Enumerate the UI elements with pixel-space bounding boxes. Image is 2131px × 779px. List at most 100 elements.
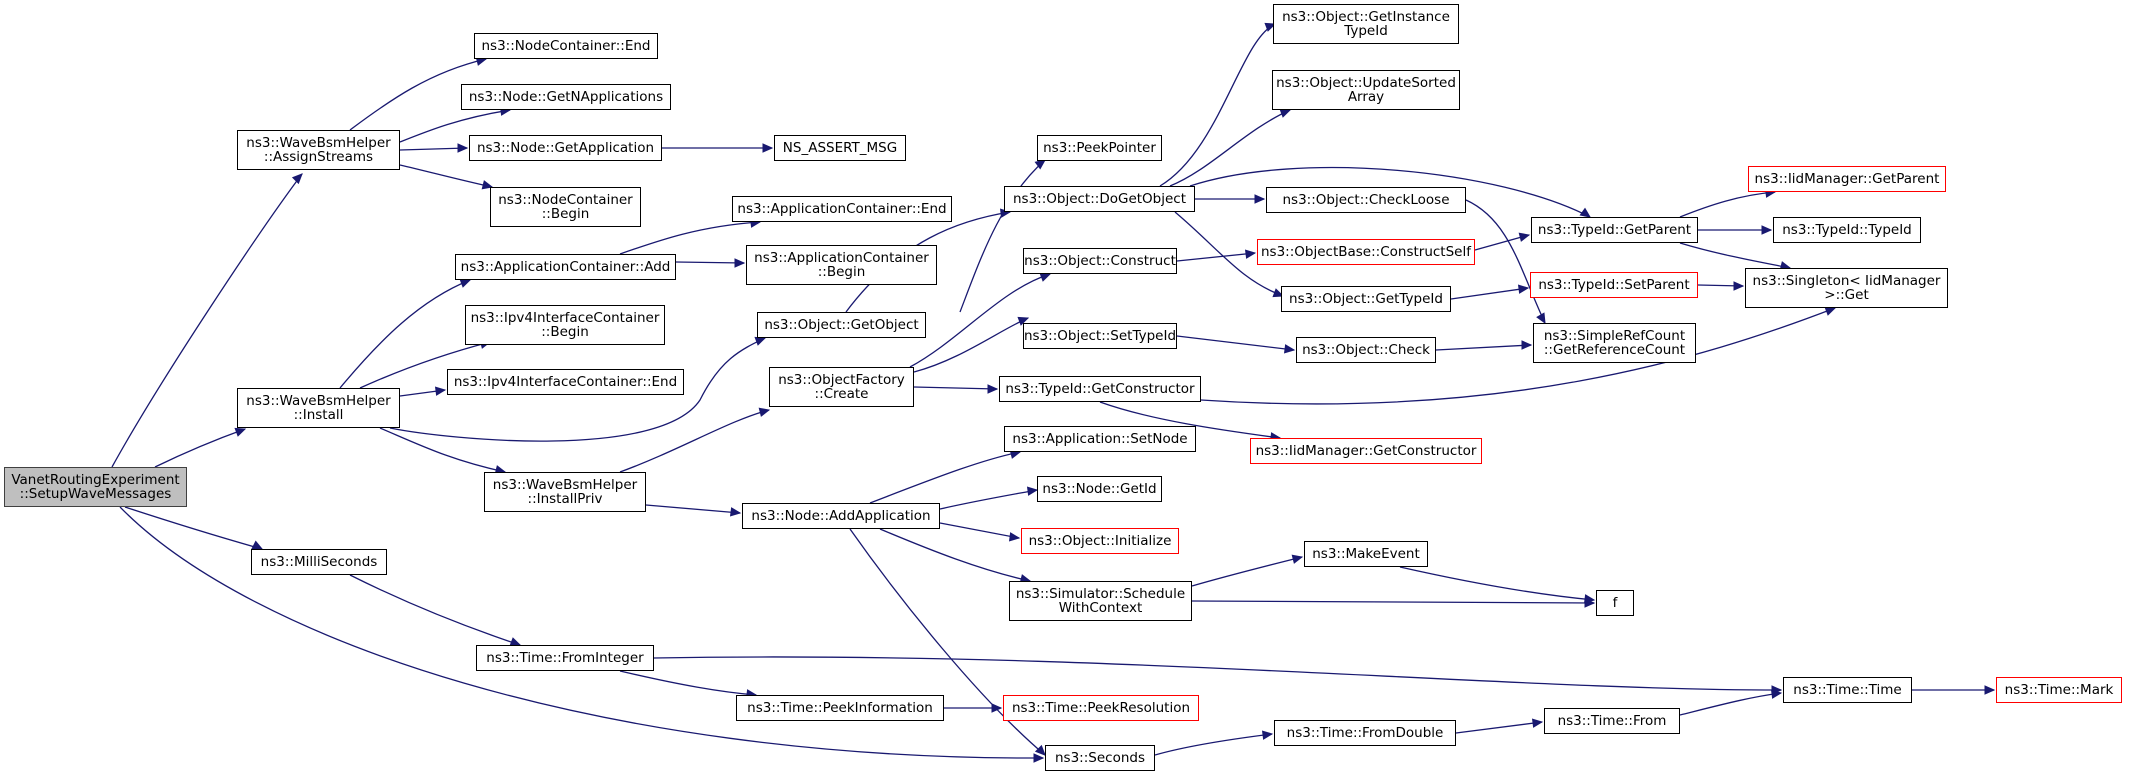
node-gettypeid[interactable]: ns3::Object::GetTypeId [1281,286,1451,312]
call-edge [913,317,1029,373]
call-edge [645,504,741,514]
node-typeidtypeid[interactable]: ns3::TypeId::TypeId [1773,217,1921,243]
node-ipv4-end[interactable]: ns3::Ipv4InterfaceContainer::End [447,369,684,395]
call-edge-arrowhead [1254,194,1266,204]
call-edge [1154,733,1273,756]
node-checkloose[interactable]: ns3::Object::CheckLoose [1266,187,1466,213]
call-edge [845,211,1011,313]
node-milli[interactable]: ns3::MilliSeconds [251,549,387,575]
node-refcount[interactable]: ns3::SimpleRefCount ::GetReferenceCount [1533,323,1696,363]
call-edge [1679,692,1782,716]
call-edge [1099,401,1281,439]
call-edge-arrowhead [1521,340,1533,350]
node-getctor[interactable]: ns3::TypeId::GetConstructor [999,376,1201,402]
node-constructself[interactable]: ns3::ObjectBase::ConstructSelf [1257,239,1475,265]
node-iidgetparent[interactable]: ns3::IidManager::GetParent [1748,166,1946,192]
node-objcheck[interactable]: ns3::Object::Check [1296,337,1436,363]
call-edge-arrowhead [1531,718,1544,728]
node-getinst[interactable]: ns3::Object::GetInstance TypeId [1273,4,1459,44]
call-edge [869,451,1021,504]
call-edge-arrowhead [1034,159,1046,170]
call-edge-arrowhead [1733,281,1745,291]
call-edge-arrowhead [729,507,742,517]
node-appsetnode[interactable]: ns3::Application::SetNode [1004,426,1196,452]
node-makeevent[interactable]: ns3::MakeEvent [1304,541,1428,567]
call-edge [675,261,745,264]
call-edge-arrowhead [481,180,494,190]
node-nc-end[interactable]: ns3::NodeContainer::End [474,33,658,59]
call-edge [939,522,1020,539]
call-edge [1176,252,1256,262]
node-ac-end[interactable]: ns3::ApplicationContainer::End [732,196,952,222]
node-objfactory[interactable]: ns3::ObjectFactory ::Create [769,367,914,407]
call-edge [399,109,511,143]
call-edge-arrowhead [762,143,774,153]
node-iidgetctor[interactable]: ns3::IidManager::GetConstructor [1250,438,1482,464]
node-schedule[interactable]: ns3::Simulator::Schedule WithContext [1009,581,1192,621]
call-edge [1159,23,1276,187]
node-tgetparent[interactable]: ns3::TypeId::GetParent [1531,217,1698,243]
call-edge [939,489,1038,510]
call-edge-arrowhead [1264,22,1277,32]
call-edge [154,428,246,468]
node-assert[interactable]: NS_ASSERT_MSG [774,135,906,161]
node-updsorted[interactable]: ns3::Object::UpdateSorted Array [1272,70,1460,110]
node-ipv4-begin[interactable]: ns3::Ipv4InterfaceContainer ::Begin [465,305,665,345]
node-dogetobj[interactable]: ns3::Object::DoGetObject [1004,186,1195,212]
call-edge-arrowhead [1017,316,1030,326]
node-getobject[interactable]: ns3::Object::GetObject [757,312,926,338]
node-ttime[interactable]: ns3::Time::Time [1783,677,1912,703]
call-edge [1169,109,1291,187]
node-nc-begin[interactable]: ns3::NodeContainer ::Begin [490,187,641,227]
call-edge-arrowhead [1770,689,1783,699]
call-edge-arrowhead [1261,730,1274,740]
call-edge [1399,566,1595,601]
node-initialize[interactable]: ns3::Object::Initialize [1021,528,1179,554]
call-edge-arrowhead [1272,288,1285,298]
call-edge-arrowhead [1244,249,1257,259]
node-root[interactable]: VanetRoutingExperiment ::SetupWaveMessag… [4,467,187,507]
node-assign[interactable]: ns3::WaveBsmHelper ::AssignStreams [237,130,400,170]
node-getapp[interactable]: ns3::Node::GetApplication [469,135,662,161]
node-installpriv[interactable]: ns3::WaveBsmHelper ::InstallPriv [484,472,646,512]
node-install[interactable]: ns3::WaveBsmHelper ::Install [237,388,400,428]
call-edge [359,341,491,389]
node-setparent[interactable]: ns3::TypeId::SetParent [1530,272,1698,298]
call-edge [1679,242,1791,269]
node-fromdouble[interactable]: ns3::Time::FromDouble [1274,720,1456,746]
call-edge-arrowhead [1517,284,1530,294]
call-edge-arrowhead [234,427,247,437]
call-edge [1191,556,1303,587]
node-peekinfo[interactable]: ns3::Time::PeekInformation [736,695,944,721]
node-settypeid[interactable]: ns3::Object::SetTypeId [1023,323,1177,349]
node-ac-add[interactable]: ns3::ApplicationContainer::Add [455,254,676,280]
call-edge [349,574,521,646]
node-peekptr[interactable]: ns3::PeekPointer [1037,135,1162,161]
node-addapp[interactable]: ns3::Node::AddApplication [742,503,940,529]
call-edge [379,427,506,473]
node-getn[interactable]: ns3::Node::GetNApplications [461,84,671,110]
call-edge [1465,199,1546,324]
node-tfrom[interactable]: ns3::Time::From [1544,708,1680,734]
node-singleton[interactable]: ns3::Singleton< IidManager >::Get [1745,268,1948,308]
node-getid[interactable]: ns3::Node::GetId [1037,476,1162,502]
call-edge-arrowhead [459,278,472,288]
call-edge-arrowhead [1583,594,1596,604]
call-edge-arrowhead [1026,486,1039,496]
call-edge-arrowhead [1283,344,1296,354]
node-peekres[interactable]: ns3::Time::PeekResolution [1003,695,1199,721]
node-frominteger[interactable]: ns3::Time::FromInteger [476,645,654,671]
call-edge [399,164,493,188]
call-edge [959,159,1046,313]
node-construct[interactable]: ns3::Object::Construct [1023,248,1177,274]
call-edge-arrowhead [734,258,746,268]
node-ac-begin[interactable]: ns3::ApplicationContainer ::Begin [746,245,937,285]
node-f[interactable]: f [1596,590,1634,616]
call-edge-arrowhead [1536,312,1546,325]
call-edge-arrowhead [758,407,771,417]
node-seconds[interactable]: ns3::Seconds [1045,745,1155,771]
call-edge-arrowhead [1033,753,1045,763]
node-tmark[interactable]: ns3::Time::Mark [1996,677,2122,703]
